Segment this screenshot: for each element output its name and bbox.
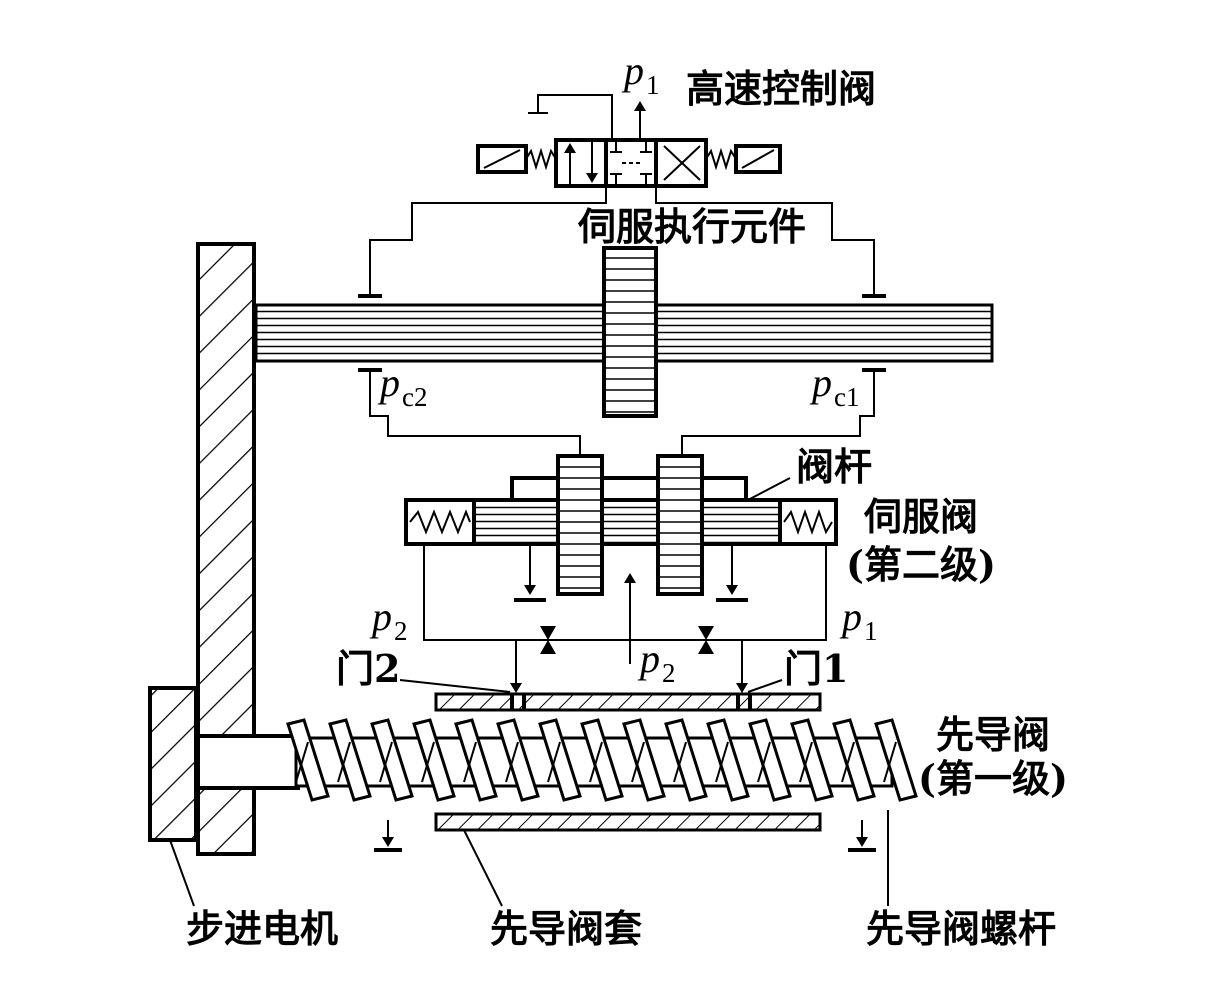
left-spring-icon bbox=[525, 147, 557, 171]
leader-lines bbox=[169, 477, 889, 907]
symbol-pc1: pc1 bbox=[809, 360, 859, 412]
label-pilot-valve-stage: (第一级) bbox=[918, 756, 1068, 801]
label-high-speed-valve: 高速控制阀 bbox=[686, 66, 876, 111]
pilot-sleeve-top bbox=[434, 692, 822, 712]
label-gate1: 门1 bbox=[784, 646, 848, 691]
label-stepper-motor: 步进电机 bbox=[186, 906, 338, 951]
symbol-p2-left: p2 bbox=[369, 594, 408, 646]
pilot-sleeve-bottom bbox=[434, 812, 822, 832]
frame bbox=[148, 242, 300, 856]
screw-thread bbox=[706, 718, 750, 802]
label-servo-valve: 伺服阀 bbox=[863, 494, 978, 539]
symbol-pc2: pc2 bbox=[377, 360, 427, 412]
screw-thread bbox=[580, 718, 624, 802]
label-valve-stem: 阀杆 bbox=[796, 444, 872, 489]
screw-thread bbox=[538, 718, 582, 802]
pilot-valve bbox=[286, 692, 918, 852]
motor-shaft bbox=[196, 734, 300, 790]
high-speed-control-valve bbox=[358, 94, 886, 298]
screw-thread bbox=[496, 718, 540, 802]
screw-thread bbox=[790, 718, 834, 802]
screw-thread bbox=[622, 718, 666, 802]
label-servo-actuator: 伺服执行元件 bbox=[577, 204, 806, 249]
pressure-symbols: p1 pc2 pc1 p2 p1 p2 bbox=[369, 48, 878, 688]
right-spring-box bbox=[778, 498, 838, 546]
screw-thread bbox=[832, 718, 876, 802]
label-servo-valve-stage: (第二级) bbox=[846, 542, 996, 587]
symbol-p2-mid: p2 bbox=[637, 636, 676, 688]
label-gate2: 门2 bbox=[336, 646, 400, 691]
screw-thread bbox=[370, 718, 414, 802]
labels: 高速控制阀 伺服执行元件 阀杆 伺服阀 (第二级) 门2 门1 先导阀 (第一级… bbox=[186, 66, 1068, 951]
symbol-p1-right: p1 bbox=[839, 594, 878, 646]
screw-thread bbox=[874, 718, 918, 802]
servo-actuator bbox=[254, 246, 994, 456]
label-pilot-sleeve: 先导阀套 bbox=[490, 906, 642, 951]
screw-thread bbox=[286, 718, 330, 802]
pilot-screw bbox=[286, 718, 918, 802]
orifice-left-icon bbox=[540, 626, 556, 654]
symbol-p1-top: p1 bbox=[621, 48, 660, 100]
screw-thread bbox=[454, 718, 498, 802]
label-pilot-screw: 先导阀螺杆 bbox=[866, 906, 1056, 951]
screw-thread bbox=[664, 718, 708, 802]
screw-thread bbox=[328, 718, 372, 802]
left-spring-box bbox=[404, 498, 476, 546]
orifice-right-icon bbox=[698, 626, 714, 654]
right-spring-icon bbox=[705, 147, 737, 171]
screw-thread bbox=[748, 718, 792, 802]
label-pilot-valve: 先导阀 bbox=[936, 712, 1050, 757]
screw-thread bbox=[412, 718, 456, 802]
servo-valve bbox=[404, 454, 838, 693]
